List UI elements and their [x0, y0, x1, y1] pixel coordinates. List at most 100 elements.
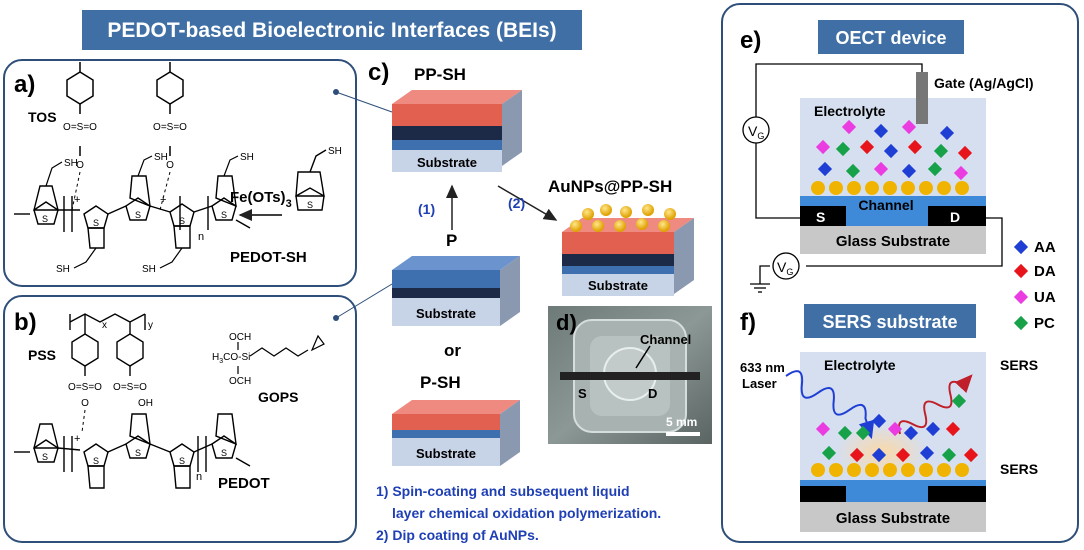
sers-top-label: SERS [1000, 357, 1038, 373]
e-gate-label: Gate (Ag/AgCl) [934, 75, 1034, 91]
sh-5: SH [142, 264, 156, 275]
s-atom-3: S [135, 210, 141, 220]
panel-d-letter: d) [556, 310, 577, 335]
o-minus-1: O [76, 160, 84, 171]
panel-e-title: OECT device [835, 28, 946, 48]
pedot-plus: + [74, 433, 80, 445]
pedot-backbone [14, 413, 251, 489]
sh-4: SH [56, 264, 70, 275]
f-glass-label: Glass Substrate [836, 510, 950, 527]
f-gold-layer [811, 463, 969, 477]
d-channel-label: Channel [640, 332, 691, 347]
e-glass [800, 226, 986, 254]
pedot-s-3: S [135, 448, 141, 458]
legend-label-ua: UA [1034, 289, 1056, 306]
e-source-label: S [816, 209, 825, 225]
panel-e: e) OECT device Gate (Ag/AgCl) Electrolyt… [740, 20, 1034, 293]
pp-sh-label: PP-SH [414, 65, 466, 84]
o-minus-2: O [166, 160, 174, 171]
e-electrolyte-label: Electrolyte [814, 103, 886, 119]
step2-arrow [497, 185, 558, 221]
n-repeat: n [198, 231, 204, 243]
gops-och3-top: OCH [229, 332, 251, 343]
e-channel-label: Channel [858, 197, 913, 213]
panel-f-title: SERS substrate [822, 312, 957, 332]
scale-bar [666, 432, 700, 436]
e-gate-electrode [916, 72, 928, 124]
note-3: 2) Dip coating of AuNPs. [376, 527, 539, 543]
legend: AA DA UA PC [1013, 239, 1056, 332]
pss-structure [69, 313, 146, 376]
panel-f-letter: f) [740, 309, 756, 336]
f-electrode-left [800, 486, 846, 502]
laser-wave [785, 370, 875, 440]
s-atom-2: S [93, 218, 99, 228]
y-index: y [148, 320, 153, 331]
legend-label-pc: PC [1034, 315, 1055, 332]
e-vg-source-2 [772, 252, 800, 280]
panel-e-letter: e) [740, 27, 761, 54]
panel-f: f) SERS substrate Electrolyte 633 nm Las… [740, 304, 1038, 532]
pss-sulfonate-1: O=S=O [68, 382, 102, 393]
tosylate-2 [156, 62, 184, 156]
pedot-s-1: S [42, 452, 48, 462]
pedot-s-4: S [179, 456, 185, 466]
e-vg-label-1: VG [748, 123, 764, 141]
gops-h3co-si: H3CO-Si [212, 352, 250, 365]
pss-o-minus: O [81, 398, 89, 409]
sh-1: SH [64, 158, 78, 169]
sh-2: SH [154, 152, 168, 163]
panel-c: c) PP-SH Substrate (1) P (2) Substrate [368, 59, 694, 543]
pp-sh-stack: Substrate [392, 90, 522, 172]
f-analytes [815, 393, 979, 463]
pedot-n: n [196, 471, 202, 483]
sulfonate-1: O=S=O [63, 122, 97, 133]
pss-sulfonate-2: O=S=O [113, 382, 147, 393]
s-atom-1: S [42, 214, 48, 224]
pedot-label: PEDOT [218, 475, 270, 492]
oxidant-label: Fe(OTs)3 [230, 189, 292, 210]
laser-wavelength: 633 nm [740, 360, 785, 375]
legend-item-da: DA [1013, 263, 1056, 280]
p-sh-label: P-SH [420, 373, 461, 392]
panel-c-letter: c) [368, 59, 389, 86]
f-film [800, 480, 986, 490]
pedot-s-2: S [93, 456, 99, 466]
gops-label: GOPS [258, 389, 298, 405]
note-1: 1) Spin-coating and subsequent liquid [376, 483, 630, 499]
sulfonate-2: O=S=O [153, 122, 187, 133]
step2-label: (2) [508, 195, 525, 211]
sh-side-chains [45, 155, 239, 269]
legend-label-aa: AA [1034, 239, 1056, 256]
d-drain-label: D [648, 386, 657, 401]
au-label: AuNPs@PP-SH [548, 177, 672, 196]
legend-item-aa: AA [1013, 239, 1056, 256]
gold-nanoparticles [570, 204, 676, 232]
f-electrode-right [928, 486, 986, 502]
legend-label-da: DA [1034, 263, 1056, 280]
e-drain [928, 206, 986, 226]
step1-label: (1) [418, 201, 435, 217]
pedot-sh-backbone [14, 175, 251, 249]
e-glass-label: Glass Substrate [836, 233, 950, 250]
laser-label: Laser [742, 376, 777, 391]
p-label: P [446, 231, 457, 250]
ion-pair-1 [71, 171, 81, 211]
p-sh-substrate: Substrate [416, 446, 476, 461]
legend-item-ua: UA [1013, 289, 1056, 306]
f-electrolyte-label: Electrolyte [824, 357, 896, 373]
e-vg-label-2: VG [777, 259, 793, 277]
pedot-s-5: S [221, 448, 227, 458]
panel-b: b) PSS x y O=S=O O=S=O O OH OCH H3CO [3, 295, 357, 543]
x-index: x [102, 320, 107, 331]
p-substrate: Substrate [416, 306, 476, 321]
title-banner: PEDOT-based Bioelectronic Interfaces (BE… [82, 10, 582, 50]
panel-b-letter: b) [14, 309, 37, 336]
f-glass [800, 502, 986, 532]
note-2: layer chemical oxidation polymerization. [392, 505, 661, 521]
panel-a-letter: a) [14, 71, 35, 98]
au-substrate: Substrate [588, 278, 648, 293]
sers-wave [897, 374, 973, 435]
pp-sh-substrate: Substrate [417, 155, 477, 170]
